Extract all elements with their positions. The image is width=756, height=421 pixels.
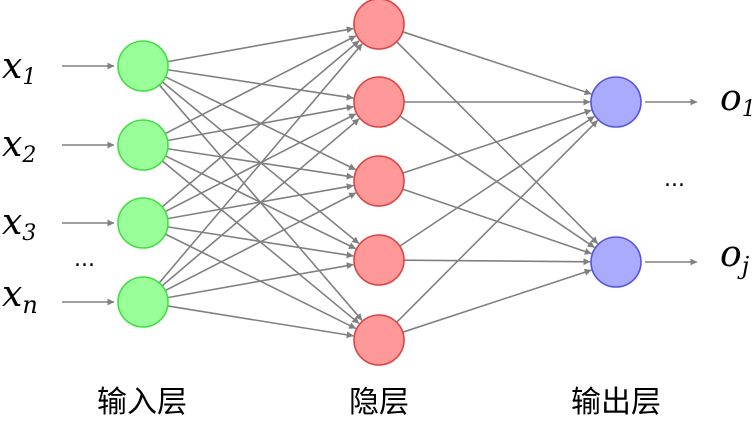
input-ellipsis: ...	[74, 247, 95, 272]
output-ellipsis: ...	[664, 167, 685, 192]
input-label-xn: xn	[2, 274, 38, 319]
input-node-2	[117, 119, 169, 171]
edge-0-2-0	[161, 40, 360, 208]
edge-0-3-4	[167, 305, 354, 339]
input-label-x1: x1	[2, 46, 36, 90]
hidden-node-4	[353, 234, 405, 286]
input-node-3	[117, 197, 169, 249]
input-layer-label: 输入层	[97, 385, 187, 420]
nodes	[117, 0, 642, 366]
output-node-1	[590, 76, 642, 128]
edge-0-3-2	[164, 192, 357, 292]
hidden-layer-label: 隐层	[349, 385, 409, 420]
input-arrows	[62, 62, 115, 306]
hidden-node-1	[353, 0, 405, 50]
edge-0-3-3	[167, 262, 354, 299]
output-label-o1: o1	[720, 78, 756, 122]
edge-1-3-0	[399, 115, 595, 247]
edge-1-4-1	[402, 268, 592, 333]
input-label-x2: x2	[2, 124, 36, 168]
hidden-node-5	[353, 314, 405, 366]
edge-1-2-0	[402, 109, 592, 174]
input-label-x3: x3	[2, 202, 36, 246]
hidden-node-2	[353, 76, 405, 128]
edge-1-0-0	[402, 31, 592, 96]
edge-0-0-0	[167, 26, 354, 63]
edge-0-3-0	[158, 43, 363, 284]
edge-1-3-1	[403, 258, 591, 266]
input-node-1	[117, 40, 169, 92]
edge-0-3-1	[161, 118, 360, 287]
output-node-2	[590, 236, 642, 288]
hidden-node-3	[353, 155, 405, 207]
output-layer-label: 输出层	[571, 385, 661, 420]
edge-0-1-0	[164, 35, 357, 135]
connection-edges	[158, 26, 599, 339]
output-arrows	[645, 98, 698, 266]
input-node-4	[117, 276, 169, 328]
edge-1-4-0	[396, 119, 599, 323]
output-label-oj: oj	[720, 234, 750, 280]
edge-1-0-1	[396, 41, 599, 245]
